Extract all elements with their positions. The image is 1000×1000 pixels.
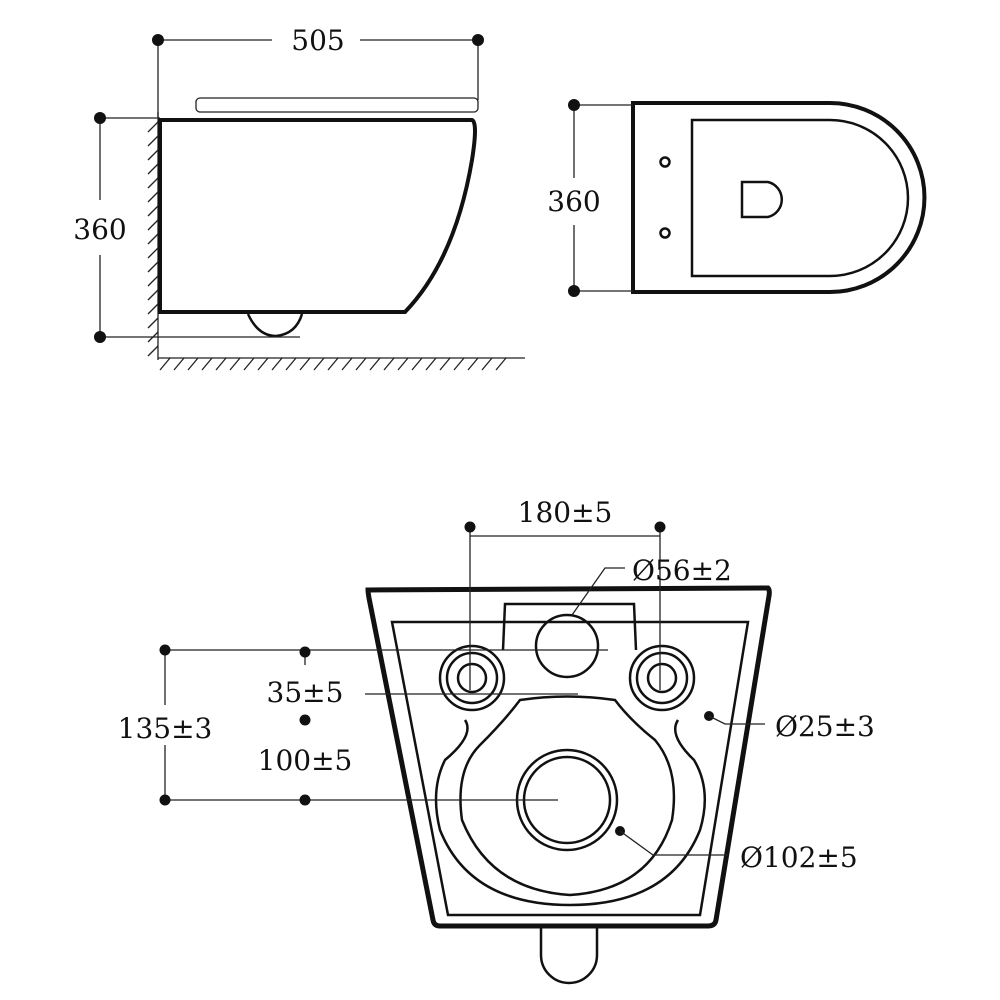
bolt-spacing-label: 180±5: [518, 496, 613, 529]
hatch-mark: [397, 357, 409, 371]
hatch-mark: [425, 357, 437, 371]
hatch-mark: [147, 289, 159, 301]
rear-outer-outline: [365, 585, 772, 929]
rear-inner-outline: [390, 620, 750, 917]
bolt-hole-right: [646, 662, 678, 694]
outlet-diameter-label: Ø102±5: [740, 841, 858, 874]
dimension-dot: [472, 34, 484, 46]
dimension-dot: [94, 112, 106, 124]
rear-view: 180±5 Ø56±2 135±3 35±5 100±5 Ø25±3 Ø102±…: [118, 496, 875, 985]
dimension-dot: [299, 794, 311, 806]
side-view: 505 360: [73, 24, 525, 371]
inlet-diameter-label: Ø56±2: [632, 554, 732, 587]
hatch-mark: [173, 357, 185, 371]
outlet-spigot: [539, 926, 599, 985]
bolt-hole-left: [456, 662, 488, 694]
bowl-body-side: [158, 118, 477, 314]
hatch-mark: [147, 261, 159, 273]
hatch-mark: [147, 303, 159, 315]
dimension-dot: [568, 99, 580, 111]
hatch-mark: [453, 357, 465, 371]
hatch-mark: [355, 357, 367, 371]
hatch-mark: [439, 357, 451, 371]
dimension-dot: [464, 521, 476, 533]
hatch-mark: [147, 135, 159, 147]
width-dimension-label: 505: [291, 24, 344, 57]
hatch-mark: [313, 357, 325, 371]
fixing-hole: [659, 227, 671, 239]
inlet-offset-label: 35±5: [267, 676, 344, 709]
height-dimension-label: 360: [73, 213, 126, 246]
hatch-mark: [147, 191, 159, 203]
hatch-mark: [285, 357, 297, 371]
bowl-outline-top: [631, 101, 927, 294]
inner-bowl-outline: [459, 695, 676, 897]
hatch-mark: [147, 121, 159, 133]
outlet-side: [246, 313, 304, 338]
hatch-mark: [147, 247, 159, 259]
hatch-mark: [147, 275, 159, 287]
inlet-hole: [534, 613, 600, 679]
top-height-label: 360: [547, 185, 600, 218]
hatch-mark: [481, 357, 493, 371]
hatch-mark: [369, 357, 381, 371]
hatch-mark: [467, 357, 479, 371]
drain-shape: [740, 180, 784, 219]
hatch-mark: [147, 205, 159, 217]
hatch-mark: [495, 357, 507, 371]
hatch-mark: [147, 345, 159, 357]
hatch-mark: [257, 357, 269, 371]
dimension-dot: [152, 34, 164, 46]
dimension-dot: [94, 331, 106, 343]
hatch-mark: [187, 357, 199, 371]
top-view: 360: [547, 99, 927, 297]
dimension-dot: [159, 794, 171, 806]
hatch-mark: [201, 357, 213, 371]
hatch-mark: [411, 357, 423, 371]
hatch-mark: [147, 163, 159, 175]
seat-lid: [195, 97, 479, 113]
hatch-mark: [147, 219, 159, 231]
hatch-mark: [147, 149, 159, 161]
rear-height-label: 135±3: [118, 712, 213, 745]
hatch-mark: [159, 357, 171, 371]
wall-hatching: [147, 121, 507, 371]
hatch-mark: [215, 357, 227, 371]
bolt-boss-right: [628, 644, 696, 712]
fixing-hole: [659, 156, 671, 168]
hatch-mark: [341, 357, 353, 371]
hatch-mark: [147, 233, 159, 245]
dimension-dot: [568, 285, 580, 297]
seat-opening-top: [690, 118, 910, 278]
hatch-mark: [229, 357, 241, 371]
hatch-mark: [299, 357, 311, 371]
hatch-mark: [147, 177, 159, 189]
bolt-boss-left: [438, 644, 506, 712]
dimension-dot: [654, 521, 666, 533]
hatch-mark: [243, 357, 255, 371]
hatch-mark: [327, 357, 339, 371]
rim-outline: [434, 719, 706, 907]
inlet-tab: [501, 602, 638, 651]
dimension-dot: [299, 714, 311, 726]
hatch-mark: [147, 317, 159, 329]
outlet-offset-label: 100±5: [258, 744, 353, 777]
bolt-diameter-label: Ø25±3: [775, 710, 875, 743]
hatch-mark: [383, 357, 395, 371]
hatch-mark: [271, 357, 283, 371]
dimension-dot: [299, 646, 311, 658]
dimension-dot: [159, 644, 171, 656]
